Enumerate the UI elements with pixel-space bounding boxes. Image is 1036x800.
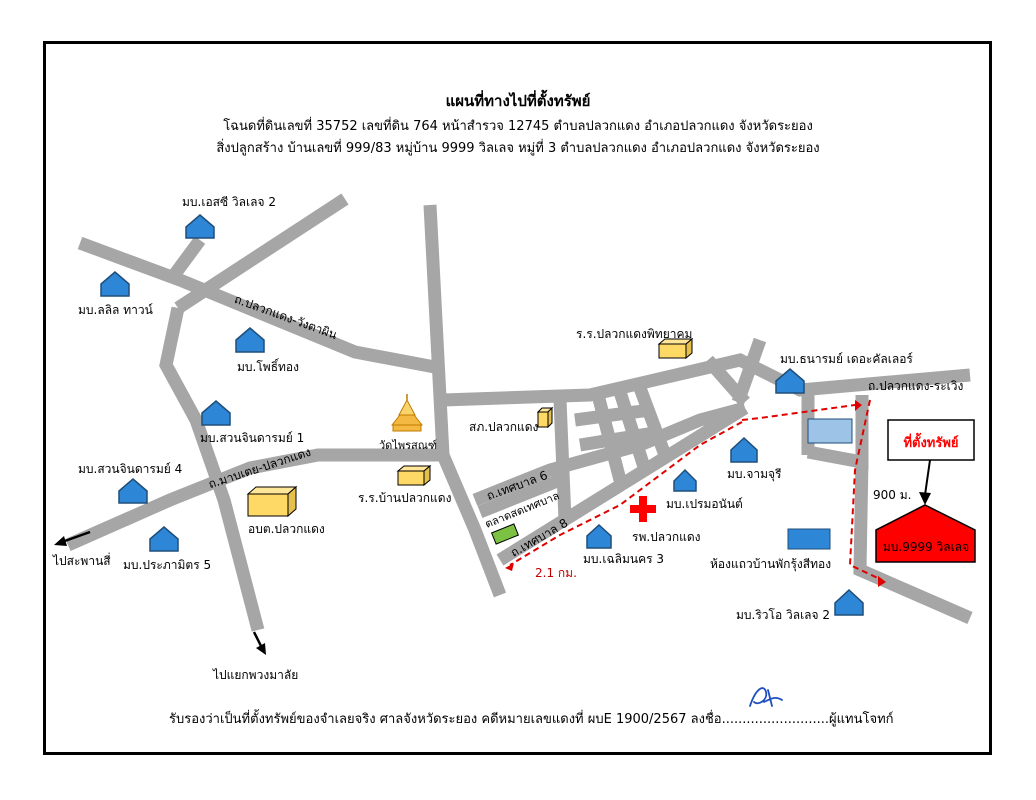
road-grid-f	[578, 425, 662, 452]
road-es-village	[174, 193, 349, 314]
place-label-rivo: มบ.ริวโอ วิลเลจ 2	[736, 608, 831, 622]
direction-label-phuangmalai: ไปแยกพวงมาลัย	[213, 668, 299, 682]
certification-footer: รับรองว่าเป็นที่ตั้งทรัพย์ของจำเลยจริง ศ…	[169, 712, 894, 727]
road-grid-e	[574, 403, 651, 427]
distance-label-900m: 900 ม.	[873, 488, 912, 502]
house-icon-jamjuree	[730, 436, 758, 463]
place-label-prapamit5: มบ.ประภามิตร 5	[123, 558, 212, 572]
village-icons	[100, 214, 864, 616]
map-title: แผนที่ทางไปที่ตั้งทรัพย์	[445, 92, 591, 110]
house-icon-premanan	[673, 468, 697, 492]
road-thesaban8	[437, 452, 507, 598]
house-icon-suanjindaram1	[201, 400, 231, 426]
route-arrow-southwest	[505, 563, 514, 571]
property-house-icon	[875, 504, 976, 563]
distance-label-2km: 2.1 กม.	[535, 566, 577, 580]
road-maptaphut-pluakdaeng	[65, 448, 443, 551]
route-arrow-southeast	[878, 576, 886, 587]
police-station-building	[536, 406, 554, 429]
route-to-hospital	[509, 421, 743, 566]
place-label-thanarom: มบ.ธนารมย์ เดอะคัลเลอร์	[780, 352, 913, 366]
road-inner-1	[477, 473, 563, 519]
place-label-police: สภ.ปลวกแดง	[469, 420, 539, 434]
place-label-obt: อบต.ปลวกแดง	[248, 522, 325, 536]
hospital-cross-icon	[630, 496, 656, 522]
house-icon-thanarom	[775, 368, 805, 394]
house-icon-chaloemnakhon3	[586, 523, 612, 549]
route-lines	[509, 399, 883, 581]
place-label-jamjuree: มบ.จามจุรี	[727, 467, 782, 481]
house-icon-suanjindaram4	[118, 478, 148, 504]
road-pluakdaeng-wangtaphin	[77, 236, 442, 375]
house-icon-es-village	[185, 214, 215, 239]
road-vertical-temple	[423, 204, 450, 456]
route-down-to-village	[848, 399, 883, 581]
market-icon	[490, 523, 520, 545]
house-icon-rivo	[834, 588, 864, 616]
shophouse-rect	[787, 528, 831, 550]
temple-icon	[390, 394, 424, 432]
road-to-school	[703, 355, 750, 407]
pond-rect	[807, 418, 853, 444]
property-callout-arrow	[924, 459, 931, 496]
school-banpluak-building	[396, 464, 432, 487]
direction-arrow-phuangmalai	[252, 631, 266, 655]
place-label-lalil: มบ.ลลิล ทาวน์	[78, 303, 153, 317]
road-grid-a	[553, 399, 572, 521]
road-label-pluakdaeng-rawoeng: ถ.ปลวกแดง-ระเวิง	[868, 379, 964, 393]
direction-arrow-sapansi	[54, 530, 91, 546]
map-frame	[43, 41, 992, 755]
route-to-property	[741, 404, 856, 421]
road-to-rawoeng	[442, 353, 971, 407]
house-icon-prapamit5	[149, 526, 179, 552]
place-label-school-phitthayakhom: ร.ร.ปลวกแดงพิทยาคม	[576, 327, 693, 341]
place-label-premanan: มบ.เปรมอนันต์	[666, 497, 743, 511]
place-label-hospital: รพ.ปลวกแดง	[632, 530, 701, 544]
place-label-temple: วัดไพรสณฑ์	[379, 439, 438, 452]
property-callout-label: ที่ตั้งทรัพย์	[903, 436, 959, 451]
direction-label-sapansi: ไปสะพานสี่	[53, 554, 111, 568]
property-callout-box	[887, 419, 975, 461]
deed-info-line: โฉนดที่ดินเลขที่ 35752 เลขที่ดิน 764 หน้…	[223, 119, 813, 134]
road-network	[65, 193, 973, 632]
road-south-western	[159, 306, 265, 632]
school-phitthayakhom-building	[657, 337, 694, 360]
obt-building	[246, 485, 298, 518]
place-label-suanjindaram1: มบ.สวนจินดารมย์ 1	[200, 431, 305, 445]
property-name-label: มบ.9999 วิลเลจ	[882, 540, 970, 554]
road-inner-2	[496, 402, 749, 566]
road-to-property	[853, 459, 973, 624]
route-arrow-east	[855, 400, 862, 411]
place-label-es-village: มบ.เอสซี วิลเลจ 2	[182, 195, 276, 209]
place-label-shophouse: ห้องแถวบ้านพักรุ้งสีทอง	[710, 557, 832, 571]
house-icon-phothong	[235, 327, 265, 353]
road-grid-d	[633, 385, 672, 458]
place-label-school-banpluak: ร.ร.บ้านปลวกแดง	[358, 491, 452, 505]
place-label-phothong: มบ.โพธิ์ทอง	[237, 360, 299, 374]
property-callout-arrowhead	[919, 492, 931, 505]
place-label-suanjindaram4: มบ.สวนจินดารมย์ 4	[78, 462, 183, 476]
signature-mark	[749, 687, 783, 707]
house-icon-lalil	[100, 271, 130, 297]
building-info-line: สิ่งปลูกสร้าง บ้านเลขที่ 999/83 หมู่บ้าน…	[216, 141, 820, 156]
road-north-stub	[166, 236, 206, 282]
place-label-chaloemnakhon3: มบ.เฉลิมนคร 3	[583, 552, 665, 566]
